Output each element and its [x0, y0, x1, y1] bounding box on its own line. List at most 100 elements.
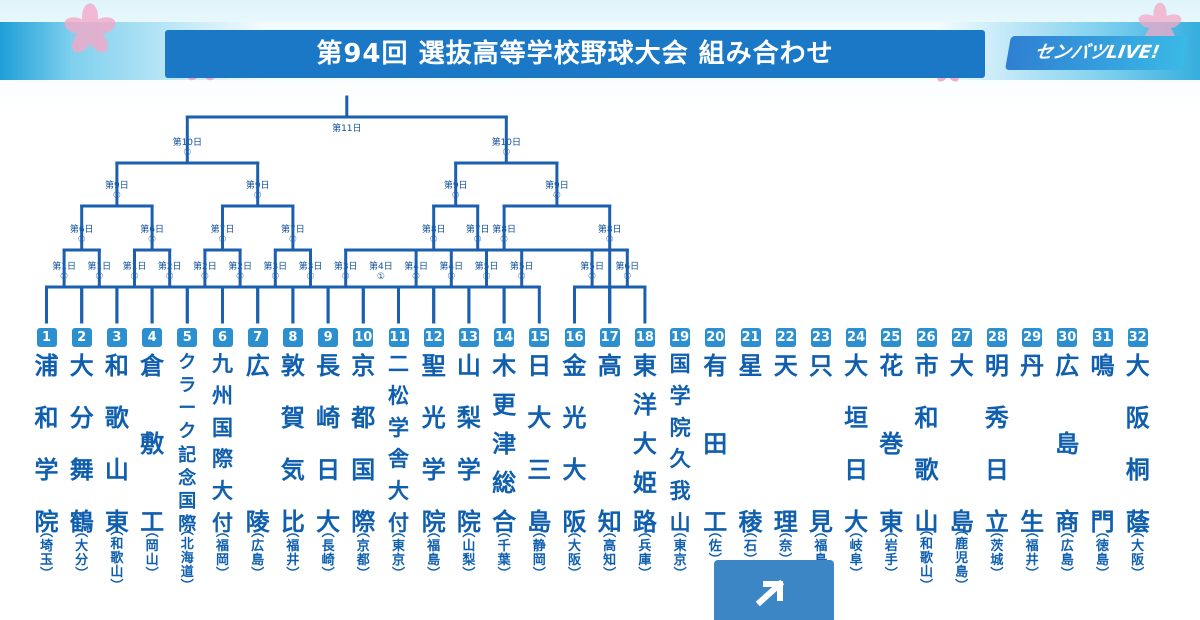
seed-number: 24 — [846, 328, 867, 347]
team-prefecture: ︵大阪︶ — [567, 525, 581, 583]
sakura-petal-icon — [64, 3, 116, 53]
team-prefecture: ︵鹿児島︶ — [955, 523, 969, 595]
round1-match-game: ① — [377, 272, 385, 282]
team-name: 東洋大姫路 — [632, 352, 657, 536]
team-entry: 18 東洋大姫路︵兵庫︶ — [630, 328, 660, 598]
team-prefecture: ︵福島︶ — [427, 525, 441, 583]
team-name: 丹生 — [1020, 352, 1045, 536]
team-prefecture: ︵茨城︶ — [990, 525, 1004, 583]
team-prefecture: ︵岡山︶ — [145, 525, 159, 583]
seed-number: 13 — [458, 328, 479, 347]
seed-number: 30 — [1057, 328, 1078, 347]
seed-number: 11 — [388, 328, 409, 347]
team-prefecture: ︵東京︶ — [673, 525, 687, 583]
seed-number: 10 — [353, 328, 374, 347]
team-name: 長崎日大 — [316, 352, 341, 536]
team-entry: 2 大分舞鶴︵大分︶ — [67, 328, 97, 598]
seed-number: 26 — [916, 328, 937, 347]
team-name: 只見 — [808, 352, 833, 536]
team-entry: 16 金光大阪︵大阪︶ — [560, 328, 590, 598]
seed-number: 16 — [564, 328, 585, 347]
team-prefecture: ︵京都︶ — [356, 525, 370, 583]
team-prefecture: ︵徳島︶ — [1095, 525, 1109, 583]
team-entry: 11 二松学舎大付︵東京︶ — [384, 328, 414, 598]
team-name: 日大三島 — [527, 352, 552, 536]
team-prefecture: ︵東京︶ — [391, 525, 405, 583]
team-name: 広陵 — [245, 352, 270, 536]
team-prefecture: ︵福井︶ — [286, 525, 300, 583]
team-name: 敦賀気比 — [280, 352, 305, 536]
team-prefecture: ︵山梨︶ — [462, 525, 476, 583]
team-name: クラーク記念国際 — [178, 352, 197, 535]
team-entry: 28 明秀日立︵茨城︶ — [982, 328, 1012, 598]
seed-number: 6 — [212, 328, 233, 347]
team-name: 天理 — [773, 352, 798, 536]
team-name: 大分舞鶴 — [69, 352, 94, 536]
team-prefecture: ︵広島︶ — [251, 525, 265, 583]
team-name: 明秀日立 — [984, 352, 1009, 536]
team-prefecture: ︵長崎︶ — [321, 525, 335, 583]
seed-number: 12 — [423, 328, 444, 347]
round1-match-day: 第4日 — [369, 260, 393, 272]
seed-number: 17 — [599, 328, 620, 347]
team-entry: 10 京都国際︵京都︶ — [348, 328, 378, 598]
team-name: 木更津総合 — [492, 352, 517, 536]
seed-number: 27 — [951, 328, 972, 347]
title-bar — [165, 30, 985, 78]
team-name: 和歌山東 — [104, 352, 129, 536]
seed-number: 32 — [1127, 328, 1148, 347]
seed-number: 29 — [1022, 328, 1043, 347]
team-prefecture: ︵岐阜︶ — [849, 525, 863, 583]
team-name: 高知 — [597, 352, 622, 536]
team-name: 浦和学院 — [34, 352, 59, 536]
seed-number: 2 — [71, 328, 92, 347]
play-arrow-icon — [755, 579, 785, 607]
seed-number: 25 — [881, 328, 902, 347]
seed-number: 15 — [529, 328, 550, 347]
team-prefecture: ︵和歌山︶ — [919, 523, 933, 595]
team-name: 星稜 — [738, 352, 763, 536]
team-name: 鳴門 — [1090, 352, 1115, 536]
seed-number: 21 — [740, 328, 761, 347]
play-overlay[interactable] — [714, 560, 834, 620]
page-title: 第94回 選抜高等学校野球大会 組み合わせ — [316, 39, 834, 69]
seed-number: 31 — [1092, 328, 1113, 347]
team-prefecture: ︵広島︶ — [1060, 525, 1074, 583]
team-name: 金光大阪 — [562, 352, 587, 536]
seed-number: 3 — [106, 328, 127, 347]
team-prefecture: ︵埼玉︶ — [39, 525, 53, 583]
team-prefecture: ︵兵庫︶ — [638, 525, 652, 583]
seed-number: 23 — [810, 328, 831, 347]
seed-number: 18 — [634, 328, 655, 347]
team-prefecture: ︵大分︶ — [75, 525, 89, 583]
team-name: 二松学舎大付 — [388, 352, 409, 535]
team-prefecture: ︵千葉︶ — [497, 525, 511, 583]
team-name: 京都国際 — [351, 352, 376, 536]
team-name: 大阪桐蔭 — [1125, 352, 1150, 536]
final-day: 第11日 — [332, 122, 361, 134]
seed-number: 28 — [986, 328, 1007, 347]
seed-number: 4 — [142, 328, 163, 347]
team-entry: 31 鳴門︵徳島︶ — [1088, 328, 1118, 598]
team-prefecture: ︵岩手︶ — [884, 525, 898, 583]
team-name: 九州国際大付 — [212, 352, 233, 535]
